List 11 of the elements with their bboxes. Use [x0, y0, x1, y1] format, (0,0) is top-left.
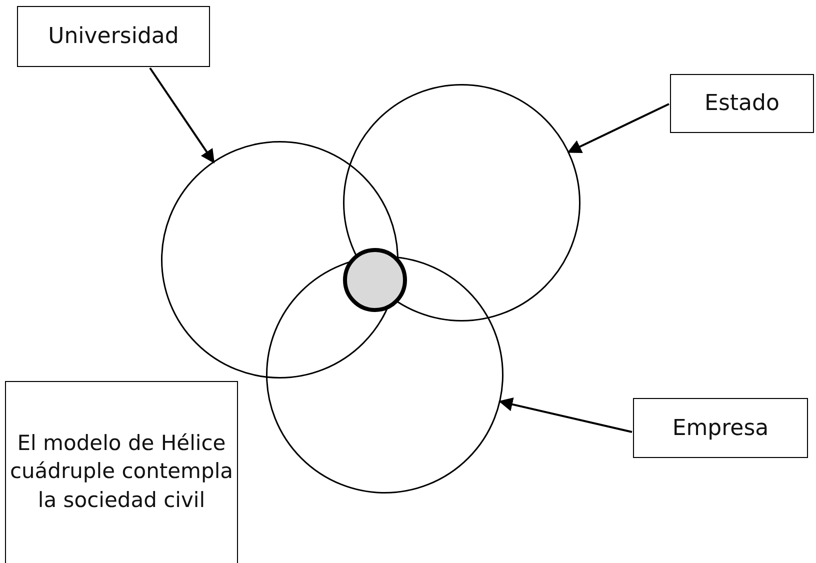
center-circle: [343, 248, 407, 312]
venn-circle: [161, 141, 399, 379]
sector-label: Empresa: [633, 398, 808, 458]
note-box: El modelo de Hélice cuádruple contempla la sociedad civil: [5, 381, 238, 563]
venn-circle: [266, 256, 504, 494]
venn-circle: [343, 84, 581, 322]
arrow: [498, 398, 632, 433]
arrow: [567, 103, 670, 153]
sector-label: Estado: [670, 74, 814, 133]
arrow: [149, 67, 215, 164]
sector-label: Universidad: [17, 6, 210, 67]
